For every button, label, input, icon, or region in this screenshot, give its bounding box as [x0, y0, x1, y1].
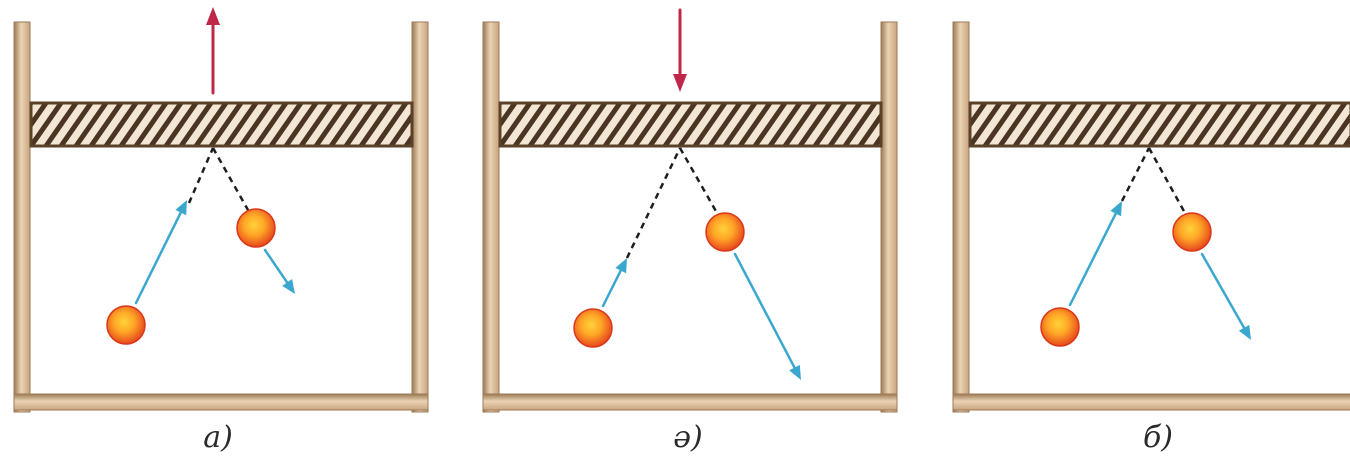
velocity-before-shaft — [136, 209, 183, 303]
velocity-after-shaft — [1202, 254, 1246, 331]
panel-a — [1, 7, 496, 412]
trajectory-incoming — [189, 148, 213, 203]
molecule-after — [1173, 213, 1211, 251]
caption-panel-ae: ә) — [628, 420, 748, 456]
trajectory-incoming — [1122, 148, 1149, 201]
molecule-after — [237, 209, 275, 247]
velocity-after-shaft — [735, 254, 796, 371]
piston-arrow-head — [206, 7, 220, 25]
velocity-before-shaft — [603, 267, 623, 306]
cylinder-bottom-wall — [483, 394, 897, 410]
velocity-after-head — [282, 279, 295, 294]
hatch-line — [905, 103, 935, 146]
cylinder-right-wall — [412, 22, 428, 412]
cylinder-left-wall — [483, 22, 499, 412]
molecule-before — [107, 306, 145, 344]
piston-arrow-head — [673, 74, 687, 92]
cylinder-bottom-wall — [14, 394, 428, 410]
cylinder-right-wall — [881, 22, 897, 412]
trajectory-outgoing — [1149, 148, 1185, 213]
cylinder-left-wall — [953, 22, 969, 412]
trajectory-incoming — [627, 148, 680, 258]
caption-panel-b: б) — [1098, 420, 1218, 456]
molecule-after — [706, 213, 744, 251]
molecule-before — [1041, 308, 1079, 346]
trajectory-outgoing — [680, 148, 717, 213]
cylinder-left-wall — [14, 22, 30, 412]
cylinder-bottom-wall — [953, 394, 1350, 410]
trajectory-outgoing — [213, 148, 248, 210]
hatch-line — [920, 103, 950, 146]
panel-ae — [470, 10, 965, 412]
panel-b — [940, 22, 1350, 412]
hatch-line — [451, 103, 481, 146]
hatch-line — [436, 103, 466, 146]
caption-panel-a: a) — [158, 420, 278, 456]
velocity-after-shaft — [265, 250, 289, 286]
velocity-before-shaft — [1070, 210, 1118, 305]
molecule-before — [574, 309, 612, 347]
